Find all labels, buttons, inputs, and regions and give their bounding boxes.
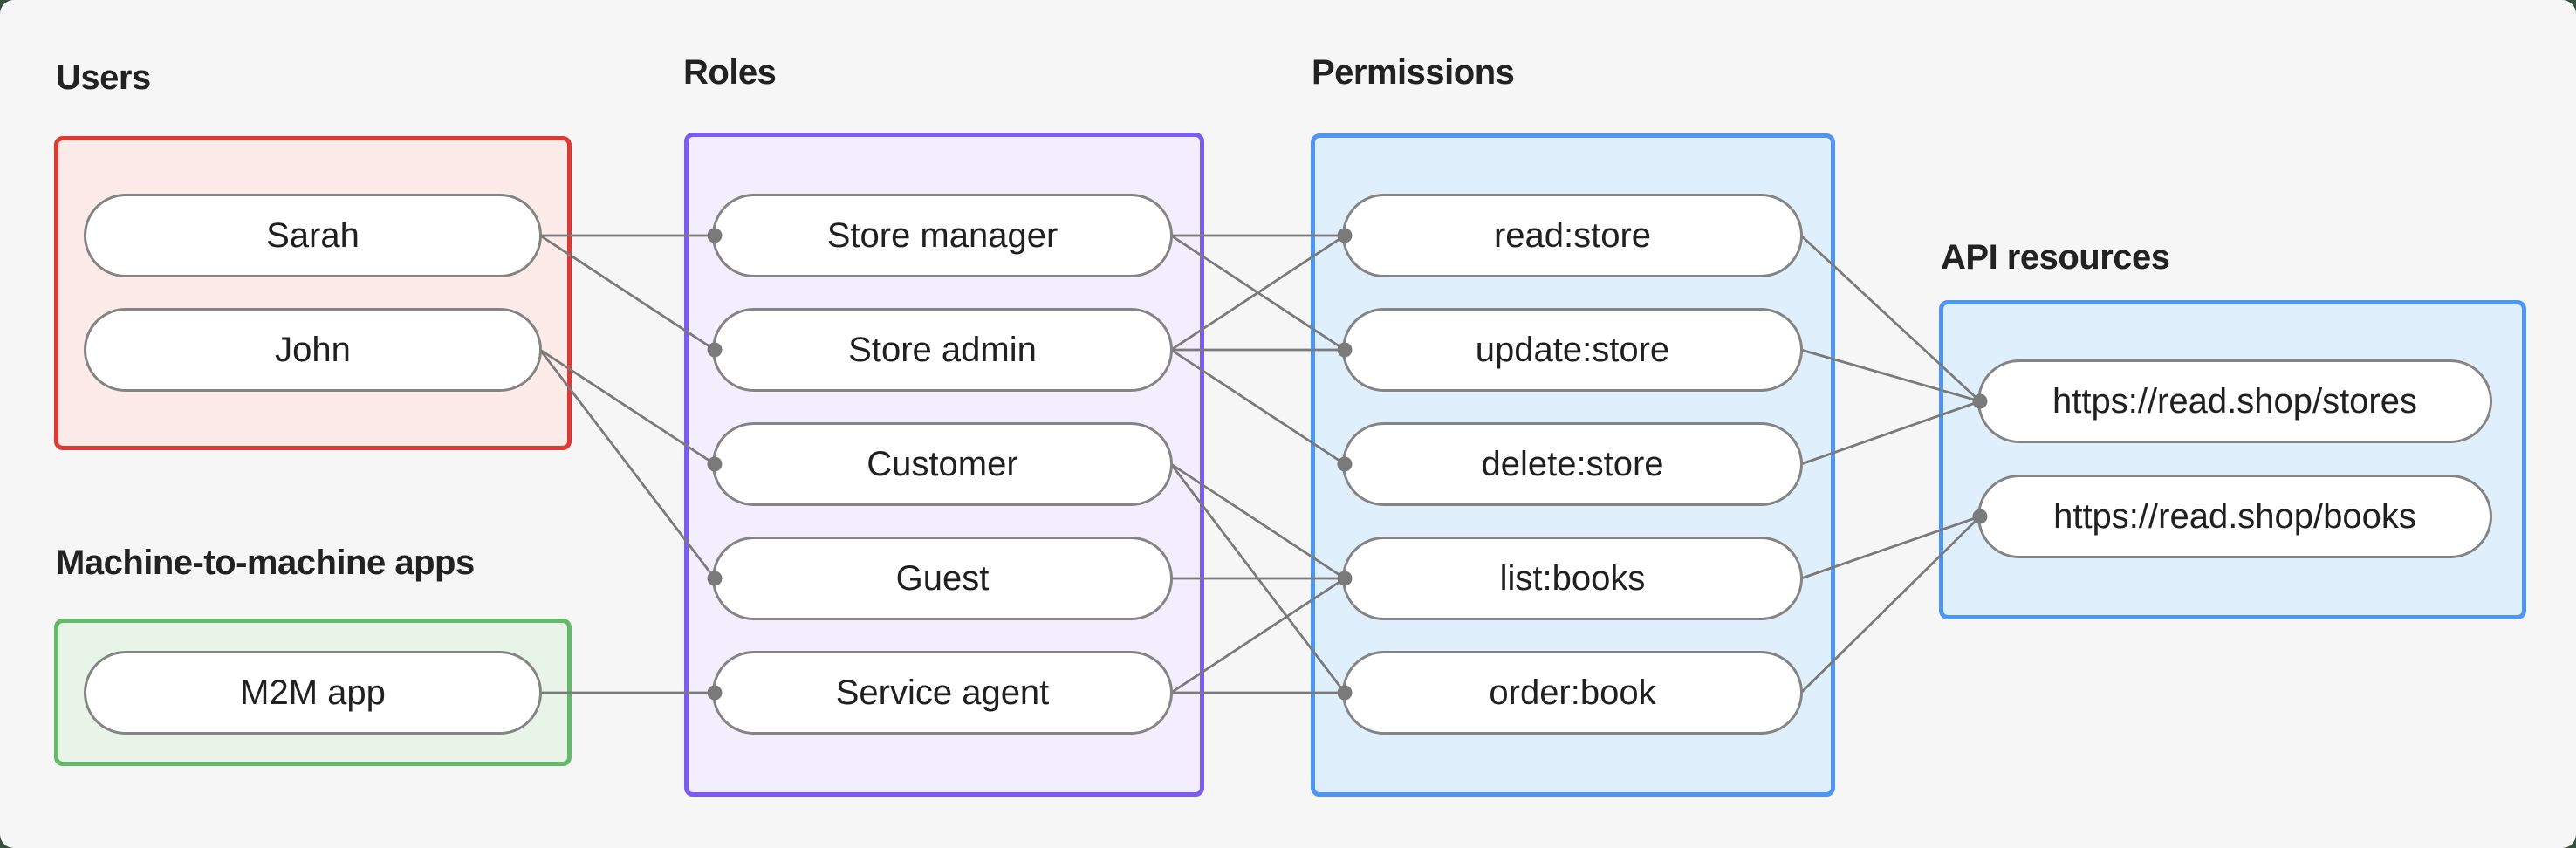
node-store_admin: Store admin xyxy=(712,308,1173,392)
node-order_book: order:book xyxy=(1342,651,1803,735)
roles-group-label: Roles xyxy=(683,53,777,92)
node-john: John xyxy=(84,308,542,392)
node-stores_api: https://read.shop/stores xyxy=(1977,359,2492,443)
m2m-apps-group-label: Machine-to-machine apps xyxy=(56,544,475,582)
api-resources-group-label: API resources xyxy=(1941,238,2170,277)
node-update_store: update:store xyxy=(1342,308,1803,392)
users-group-label: Users xyxy=(56,58,151,97)
node-guest: Guest xyxy=(712,537,1173,620)
node-service_agent: Service agent xyxy=(712,651,1173,735)
node-sarah: Sarah xyxy=(84,194,542,277)
node-m2m_app: M2M app xyxy=(84,651,542,735)
permissions-group-label: Permissions xyxy=(1312,53,1515,92)
node-read_store: read:store xyxy=(1342,194,1803,277)
node-customer: Customer xyxy=(712,422,1173,506)
node-books_api: https://read.shop/books xyxy=(1977,475,2492,558)
users-group-box xyxy=(54,136,572,450)
node-store_manager: Store manager xyxy=(712,194,1173,277)
node-delete_store: delete:store xyxy=(1342,422,1803,506)
node-list_books: list:books xyxy=(1342,537,1803,620)
